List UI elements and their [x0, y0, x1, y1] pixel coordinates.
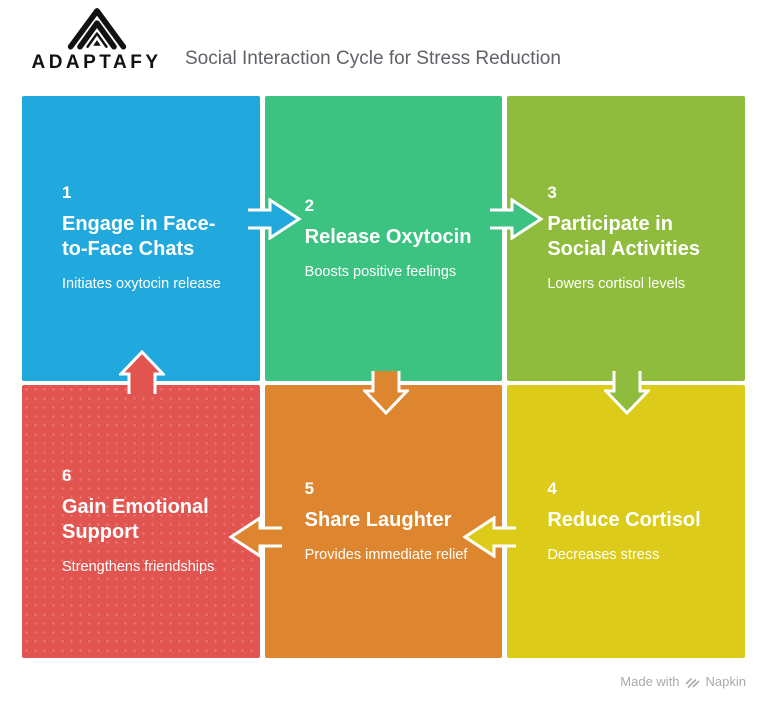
step-number: 5 [304, 478, 315, 498]
step-number: 3 [547, 183, 557, 202]
step-title: Share Laughter [304, 508, 452, 531]
step-subtitle: Provides immediate relief [304, 546, 468, 563]
arrow-2-to-5-icon [363, 371, 409, 415]
step-subtitle: Boosts positive feelings [304, 263, 457, 280]
napkin-attribution[interactable]: Made with Napkin [620, 674, 746, 689]
step-subtitle: Decreases stress [547, 546, 660, 563]
step-title: Participate in Social Activities [547, 213, 700, 260]
arrow-5-to-6-icon [228, 516, 282, 558]
made-with-label: Made with [620, 674, 680, 689]
step-number: 6 [62, 466, 72, 485]
header: ADAPTAFY Social Interaction Cycle for St… [0, 0, 768, 96]
step-block-4: 4 Reduce Cortisol Decreases stress [507, 385, 745, 658]
arrow-1-to-2-icon [248, 198, 302, 240]
adaptafy-logo: ADAPTAFY [24, 2, 169, 74]
step-title: Engage in Face-to-Face Chats [62, 213, 216, 260]
page-title: Social Interaction Cycle for Stress Redu… [185, 48, 561, 69]
mountain-logo-icon [67, 8, 126, 50]
step-number: 4 [547, 478, 557, 498]
napkin-brand-label: Napkin [705, 674, 746, 689]
step-block-6: 6 Gain Emotional Support Strengthens fri… [22, 385, 260, 658]
step-subtitle: Lowers cortisol levels [547, 276, 686, 292]
step-title: Gain Emotional Support [62, 496, 209, 543]
arrow-3-to-4-icon [604, 371, 650, 415]
logo-wordmark: ADAPTAFY [31, 52, 162, 73]
step-block-2: 2 Release Oxytocin Boosts positive feeli… [264, 96, 503, 381]
step-block-5: 5 Share Laughter Provides immediate reli… [264, 385, 503, 658]
arrow-6-to-1-icon [119, 350, 165, 394]
step-title: Reduce Cortisol [547, 508, 701, 531]
napkin-logo-icon [685, 677, 699, 688]
arrow-4-to-5-icon [462, 516, 516, 558]
step-block-1: 1 Engage in Face-to-Face Chats Initiates… [22, 96, 260, 381]
step-number: 2 [304, 195, 315, 215]
step-subtitle: Strengthens friendships [62, 559, 215, 575]
step-title: Release Oxytocin [304, 225, 472, 248]
step-block-3: 3 Participate in Social Activities Lower… [507, 96, 745, 381]
arrow-2-to-3-icon [490, 198, 544, 240]
cycle-diagram: 1 Engage in Face-to-Face Chats Initiates… [22, 96, 745, 658]
step-subtitle: Initiates oxytocin release [62, 276, 221, 292]
step-number: 1 [62, 183, 72, 202]
